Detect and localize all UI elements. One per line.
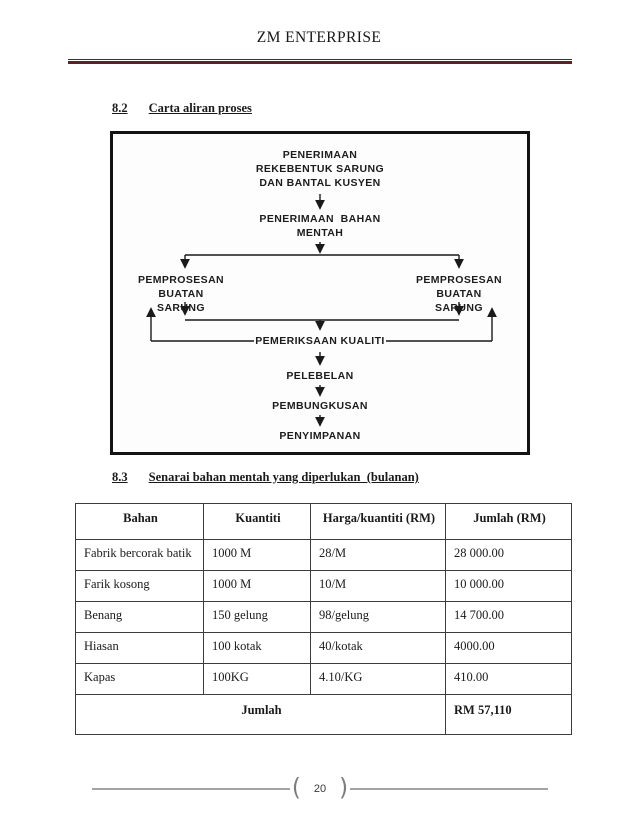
- footer-rule-right: [350, 788, 548, 790]
- node-receive-raw-material: PENERIMAAN BAHAN MENTAH: [259, 213, 381, 239]
- node-receive-design: PENERIMAAN REKEBENTUK SARUNG DAN BANTAL …: [255, 149, 385, 189]
- table-cell: Kapas: [75, 663, 204, 695]
- table-row: Farik kosong 1000 M 10/M 10 000.00: [75, 570, 572, 602]
- header-cell-bahan: Bahan: [75, 503, 204, 540]
- table-row: Benang 150 gelung 98/gelung 14 700.00: [75, 601, 572, 633]
- page-number: 20: [313, 783, 327, 795]
- section-82-number: 8.2: [112, 101, 128, 115]
- header-rule: [68, 59, 572, 64]
- table-cell: 14 700.00: [445, 601, 572, 633]
- table-cell: 10/M: [310, 570, 446, 602]
- node-process-left: PEMPROSESAN BUATAN SARUNG: [137, 274, 225, 314]
- table-cell: 410.00: [445, 663, 572, 695]
- table-cell: 98/gelung: [310, 601, 446, 633]
- table-cell: 100KG: [203, 663, 311, 695]
- header-rule-thin: [68, 59, 572, 60]
- flowchart-connectors: [146, 194, 497, 427]
- node-process-right: PEMPROSESAN BUATAN SARUNG: [415, 274, 503, 314]
- section-82-title: Carta aliran proses: [148, 101, 252, 115]
- page-footer: ( 20 ): [92, 775, 548, 803]
- node-labeling: PELEBELAN: [286, 370, 354, 382]
- section-83-heading: 8.3 Senarai bahan mentah yang diperlukan …: [112, 470, 419, 485]
- table-cell: Hiasan: [75, 632, 204, 664]
- table-header-row: Bahan Kuantiti Harga/kuantiti (RM) Jumla…: [75, 503, 572, 540]
- table-cell: Benang: [75, 601, 204, 633]
- table-row: Hiasan 100 kotak 40/kotak 4000.00: [75, 632, 572, 664]
- table-cell: 1000 M: [203, 539, 311, 571]
- bracket-left-icon: (: [291, 773, 301, 802]
- footer-rule-left: [92, 788, 290, 790]
- table-cell: 28/M: [310, 539, 446, 571]
- table-row: Kapas 100KG 4.10/KG 410.00: [75, 663, 572, 695]
- node-quality-check: PEMERIKSAAN KUALITI: [255, 335, 385, 347]
- table-total-row: Jumlah RM 57,110: [75, 694, 572, 735]
- table-row: Fabrik bercorak batik 1000 M 28/M 28 000…: [75, 539, 572, 571]
- table-cell: 100 kotak: [203, 632, 311, 664]
- table-cell: 10 000.00: [445, 570, 572, 602]
- header-cell-kuantiti: Kuantiti: [203, 503, 311, 540]
- table-cell: 40/kotak: [310, 632, 446, 664]
- header-rule-thick: [68, 61, 572, 64]
- page-title: ZM ENTERPRISE: [256, 29, 382, 46]
- total-label-cell: Jumlah: [75, 694, 446, 735]
- total-value-cell: RM 57,110: [445, 694, 572, 735]
- section-82-heading: 8.2 Carta aliran proses: [112, 101, 252, 116]
- table-cell: 28 000.00: [445, 539, 572, 571]
- table-cell: Farik kosong: [75, 570, 204, 602]
- header-cell-harga: Harga/kuantiti (RM): [310, 503, 446, 540]
- header-cell-jumlah: Jumlah (RM): [445, 503, 572, 540]
- section-83-number: 8.3: [112, 470, 128, 484]
- table-cell: 150 gelung: [203, 601, 311, 633]
- node-storage: PENYIMPANAN: [279, 430, 361, 442]
- section-83-title: Senarai bahan mentah yang diperlukan (bu…: [148, 470, 419, 484]
- table-cell: Fabrik bercorak batik: [75, 539, 204, 571]
- node-packing: PEMBUNGKUSAN: [272, 400, 368, 412]
- table-cell: 1000 M: [203, 570, 311, 602]
- process-flowchart: PENERIMAAN REKEBENTUK SARUNG DAN BANTAL …: [110, 131, 530, 455]
- table-cell: 4.10/KG: [310, 663, 446, 695]
- materials-table: Bahan Kuantiti Harga/kuantiti (RM) Jumla…: [75, 503, 572, 735]
- table-cell: 4000.00: [445, 632, 572, 664]
- bracket-right-icon: ): [339, 773, 349, 802]
